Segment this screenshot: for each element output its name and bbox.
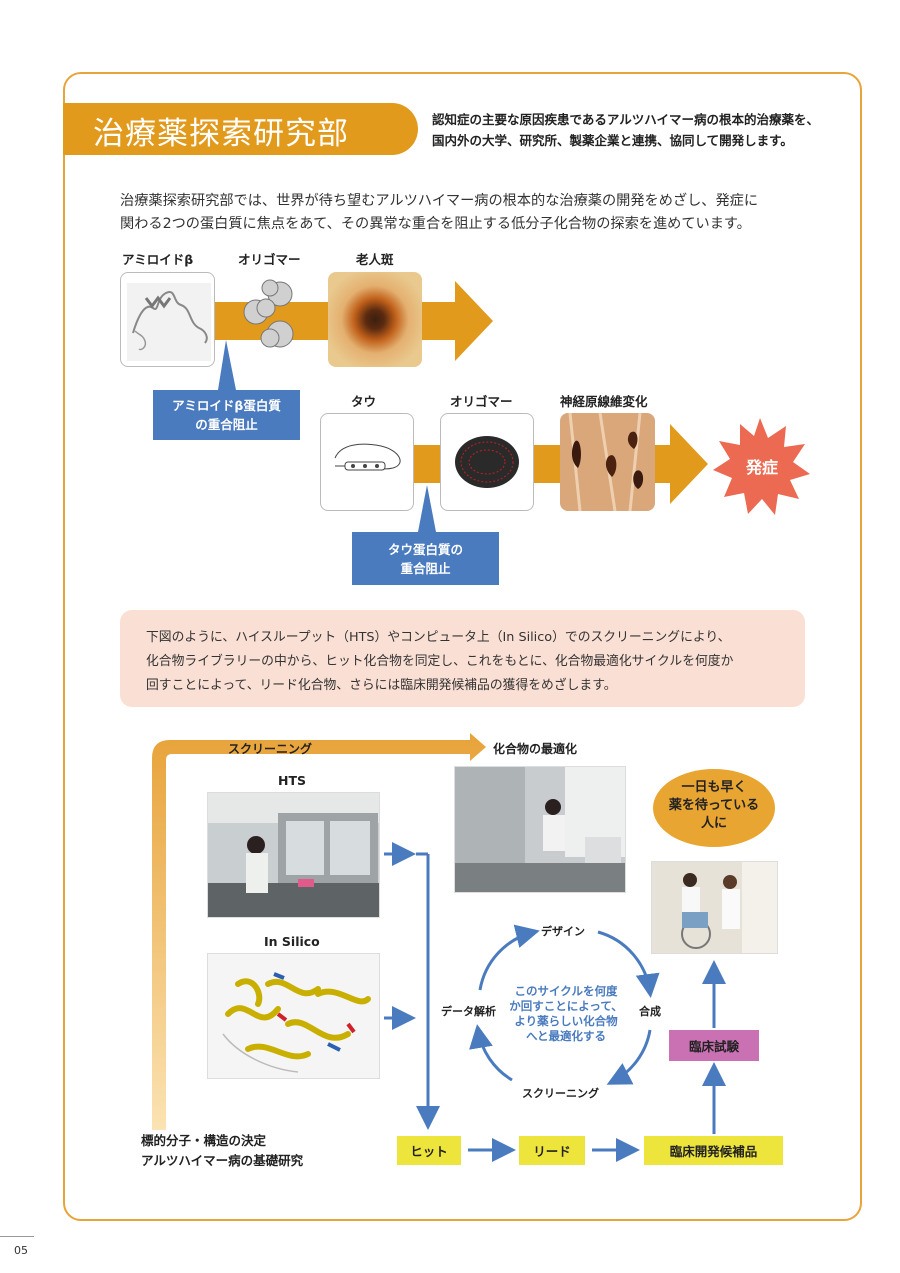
cycle-center-line: か回すことによって、 (509, 999, 623, 1013)
cycle-center-line: より薬らしい化合物 (514, 1014, 618, 1028)
info-line: 下図のように、ハイスループット（HTS）やコンピュータ上（In Silico）で… (146, 630, 731, 645)
hts-lab-photo (207, 792, 380, 918)
amyloid-inhibition-line: アミロイドβ蛋白質 (172, 398, 281, 413)
screening-label: スクリーニング (228, 742, 313, 756)
header-description: 認知症の主要な原因疾患であるアルツハイマー病の根本的治療薬を、 国内外の大学、研… (432, 109, 852, 151)
screening-info-box: 下図のように、ハイスループット（HTS）やコンピュータ上（In Silico）で… (120, 610, 805, 707)
cycle-center-line: このサイクルを何度 (514, 984, 618, 998)
waiting-patients-text: 一日も早く 薬を待っている 人に (652, 779, 776, 833)
tau-oligomer-image (440, 413, 534, 511)
optimization-label: 化合物の最適化 (493, 742, 578, 756)
neurofibrillary-tangle-image (560, 413, 655, 511)
tau-structure-image (320, 413, 414, 511)
clinical-trial-box: 臨床試験 (669, 1030, 759, 1061)
cycle-arc-top-left (478, 924, 540, 991)
info-line: 回すことによって、リード化合物、さらには臨床開発候補品の獲得をめざします。 (146, 678, 617, 693)
tau-inhibition-line: 重合阻止 (400, 560, 451, 576)
insilico-label: In Silico (264, 934, 320, 949)
onset-label: 発症 (745, 458, 778, 477)
base-research-text: 標的分子・構造の決定 アルツハイマー病の基礎研究 (141, 1131, 303, 1171)
cycle-design-label: デザイン (541, 925, 585, 938)
cycle-arc-bottom-right (606, 1029, 652, 1085)
amyloid-inhibition-line: の重合阻止 (195, 417, 258, 432)
waiting-patients-line: 薬を待っている (668, 798, 760, 813)
cycle-center-line: へと最適化する (526, 1029, 606, 1043)
waiting-patients-line: 人に (700, 816, 727, 831)
amyloid-structure-image (120, 272, 215, 367)
waiting-patients-bubble (653, 769, 775, 847)
onset-burst (713, 418, 810, 515)
insilico-protein-image (207, 953, 380, 1079)
page-number: 05 (14, 1244, 28, 1257)
amyloid-inhibit-pointer (218, 340, 236, 390)
cycle-arc-bottom-left (469, 1024, 513, 1082)
cycle-center-text: このサイクルを何度 か回すことによって、 より薬らしい化合物 へと最適化する (494, 984, 638, 1044)
page-title: 治療薬探索研究部 (93, 116, 349, 152)
info-line: 化合物ライブラリーの中から、ヒット化合物を同定し、これをもとに、化合物最適化サイ… (146, 654, 734, 669)
base-research-line: 標的分子・構造の決定 (141, 1133, 267, 1148)
amyloid-beta-label: アミロイドβ (122, 252, 194, 267)
header-description-line: 認知症の主要な原因疾患であるアルツハイマー病の根本的治療薬を、 (432, 112, 820, 127)
oligomer-label: オリゴマー (238, 252, 301, 267)
chemistry-lab-photo (454, 766, 626, 893)
intro-text: 治療薬探索研究部では、世界が待ち望むアルツハイマー病の根本的な治療薬の開発をめざ… (120, 190, 820, 236)
cycle-synthesis-label: 合成 (639, 1005, 661, 1018)
tau-inhibit-pointer (418, 485, 436, 532)
cycle-screening-label: スクリーニング (522, 1087, 599, 1100)
waiting-patients-line: 一日も早く (681, 780, 747, 795)
senile-plaque-image (328, 272, 422, 367)
amyloid-oligomer-icon (243, 279, 294, 348)
cycle-analysis-label: データ解析 (441, 1005, 496, 1018)
content-frame (63, 72, 862, 1221)
title-band (63, 103, 418, 155)
amyloid-inhibition-box: アミロイドβ蛋白質 の重合阻止 (153, 390, 300, 440)
tau-inhibition-line: タウ蛋白質の (387, 541, 463, 557)
clinical-candidate-box: 臨床開発候補品 (644, 1136, 783, 1165)
patient-care-photo (651, 861, 778, 954)
header-description-line: 国内外の大学、研究所、製薬企業と連携、協同して開発します。 (432, 133, 793, 148)
intro-line: 治療薬探索研究部では、世界が待ち望むアルツハイマー病の根本的な治療薬の開発をめざ… (120, 193, 759, 209)
page-number-rule (0, 1236, 34, 1237)
base-research-line: アルツハイマー病の基礎研究 (141, 1153, 304, 1168)
tau-label: タウ (351, 394, 377, 409)
intro-line: 関わる2つの蛋白質に焦点をあて、その異常な重合を阻止する低分子化合物の探索を進め… (120, 216, 751, 232)
plaque-label: 老人斑 (356, 252, 394, 267)
hts-label: HTS (278, 773, 306, 788)
tangle-label: 神経原線維変化 (560, 394, 648, 409)
hit-box: ヒット (397, 1136, 461, 1165)
tau-inhibition-box: タウ蛋白質の 重合阻止 (352, 532, 499, 585)
cycle-arc-top-right (597, 930, 660, 998)
lead-box: リード (519, 1136, 585, 1165)
tau-oligomer-label: オリゴマー (450, 394, 513, 409)
